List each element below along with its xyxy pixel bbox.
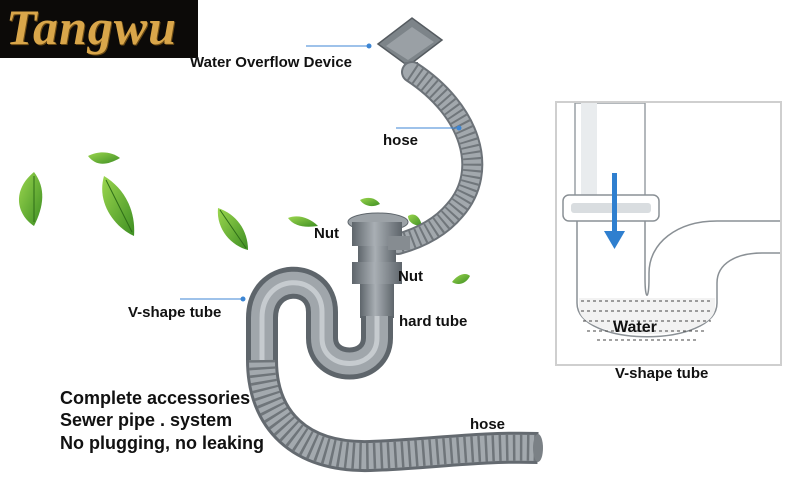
label-hose-top: hose	[383, 132, 419, 149]
flow-arrow-icon	[604, 173, 625, 249]
upper-hose	[387, 61, 484, 255]
label-nut-1: Nut	[314, 225, 339, 242]
slogan-line-3: No plugging, no leaking	[60, 433, 264, 453]
label-v-shape-tube: V-shape tube	[128, 304, 222, 321]
brand-name: Tangwu	[6, 0, 177, 55]
leaf-icon	[102, 176, 135, 236]
inset-diagram: Water	[555, 101, 782, 366]
nut-assembly	[347, 212, 410, 318]
leaf-icon	[217, 208, 248, 250]
slogan-line-1: Complete accessories	[60, 388, 251, 408]
label-nut-2: Nut	[398, 268, 423, 285]
label-overflow-device: Water Overflow Device	[190, 54, 353, 71]
inset-caption: V-shape tube	[615, 365, 709, 382]
label-hard-tube: hard tube	[399, 313, 468, 330]
leaf-icon	[288, 216, 318, 227]
brand-logo: Tangwu	[0, 0, 198, 58]
leaf-icon	[408, 214, 422, 226]
inset-water-label: Water	[613, 319, 657, 336]
inset-drawing	[562, 103, 780, 341]
slogan-line-2: Sewer pipe . system	[60, 410, 233, 430]
leaf-icon	[452, 274, 470, 284]
label-hose-bottom: hose	[470, 416, 506, 433]
v-shape-tube	[246, 266, 393, 380]
leaf-icon	[18, 172, 43, 226]
lower-hose	[246, 359, 543, 473]
leaf-icon	[88, 152, 120, 164]
leaf-icon	[360, 197, 380, 207]
